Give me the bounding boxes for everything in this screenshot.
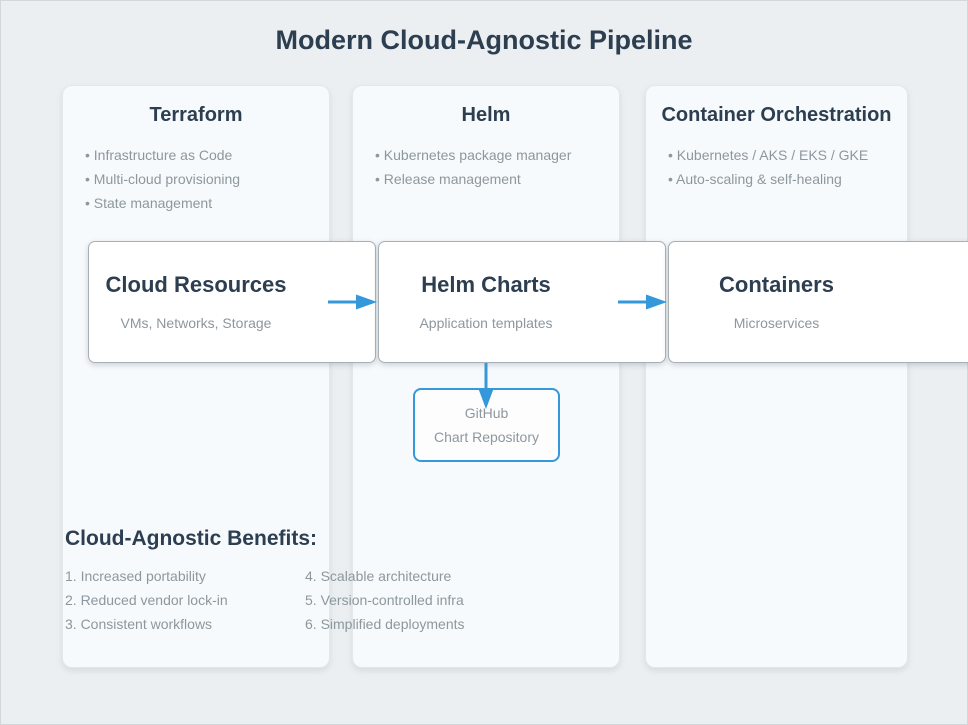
benefit-item: 2. Reduced vendor lock-in	[65, 592, 228, 608]
repo-line-2: Chart Repository	[433, 429, 540, 445]
bullet-item: • State management	[85, 195, 213, 211]
bullet-item: • Kubernetes package manager	[375, 147, 572, 163]
bullet-item: • Release management	[375, 171, 521, 187]
column-title-orchestration: Container Orchestration	[661, 104, 892, 126]
benefits-column-1: 1. Increased portability 2. Reduced vend…	[65, 564, 228, 636]
benefit-item: 5. Version-controlled infra	[305, 592, 464, 608]
benefit-item: 1. Increased portability	[65, 568, 206, 584]
repo-line-1: GitHub	[464, 405, 509, 421]
flow-box-helm-charts	[378, 241, 666, 363]
flow-box-cloud-resources	[88, 241, 376, 363]
benefits-heading: Cloud-Agnostic Benefits:	[65, 527, 317, 550]
bullet-item: • Multi-cloud provisioning	[85, 171, 241, 187]
benefits-column-2: 4. Scalable architecture 5. Version-cont…	[305, 564, 465, 636]
column-card-orchestration: Container Orchestration • Kubernetes / A…	[645, 85, 908, 668]
column-bullet-list: • Infrastructure as Code • Multi-cloud p…	[63, 143, 329, 215]
page-title: Modern Cloud-Agnostic Pipeline	[275, 25, 693, 55]
bullet-item: • Infrastructure as Code	[85, 147, 233, 163]
bullet-item: • Kubernetes / AKS / EKS / GKE	[668, 147, 869, 163]
column-title-helm: Helm	[461, 104, 511, 126]
github-chart-repository-box: GitHub Chart Repository	[413, 388, 560, 462]
benefit-item: 6. Simplified deployments	[305, 616, 465, 632]
flow-box-containers	[668, 241, 968, 363]
column-title-terraform: Terraform	[149, 104, 243, 126]
benefit-item: 4. Scalable architecture	[305, 568, 452, 584]
column-bullet-list: • Kubernetes package manager • Release m…	[353, 143, 619, 191]
column-card-terraform: Terraform • Infrastructure as Code • Mul…	[62, 85, 330, 668]
column-bullet-list: • Kubernetes / AKS / EKS / GKE • Auto-sc…	[646, 143, 907, 191]
benefit-item: 3. Consistent workflows	[65, 616, 213, 632]
bullet-item: • Auto-scaling & self-healing	[668, 171, 842, 187]
